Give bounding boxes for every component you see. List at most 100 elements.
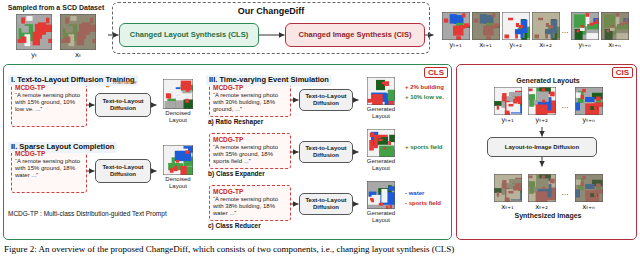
- land-patch: [170, 168, 174, 173]
- land-patch: [180, 166, 186, 175]
- land-patch: [496, 192, 498, 197]
- image-frame: [367, 77, 395, 105]
- detail-panel: CISGenerated Layoutsyₜ₊₁yₜ₊₂…yₜ₊ₙLayout-…: [456, 64, 637, 240]
- cls-title: Changed Layout Synthesis (CLS): [130, 31, 248, 40]
- layout-output: Generated Layout: [359, 77, 403, 123]
- land-patch: [378, 139, 382, 141]
- flow-arrow: [87, 105, 95, 106]
- image-frame: [472, 13, 500, 41]
- flow-arrow: [353, 204, 359, 205]
- image-cell: …: [562, 101, 569, 110]
- diff-title: Text-to-Layout Diffusion: [99, 98, 147, 112]
- land-patch: [473, 19, 477, 23]
- diff-title: Text-to-Layout Diffusion: [99, 164, 147, 178]
- image-label: …: [562, 102, 569, 110]
- text-prompt-box: MCDG-TP“A remote sensing photo with 15% …: [11, 147, 87, 193]
- land-patch: [585, 97, 594, 102]
- land-patch: [513, 186, 517, 191]
- land-patch: [473, 27, 480, 40]
- flow-arrow: [87, 171, 95, 172]
- image-cell: …: [562, 188, 569, 197]
- land-patch: [517, 189, 520, 191]
- image-frame: [494, 87, 522, 115]
- land-patch: [374, 136, 378, 148]
- land-patch: [548, 26, 552, 29]
- image-frame: [16, 14, 52, 50]
- land-patch: [535, 104, 547, 115]
- prompt-body: “A remote sensing photo with 15% ground,…: [15, 158, 83, 179]
- layout-map: [367, 129, 395, 157]
- land-patch: [590, 106, 597, 110]
- image-frame: [601, 13, 629, 41]
- land-patch: [585, 184, 594, 189]
- change-annotation: - sports field: [405, 200, 451, 207]
- layout-map: [163, 79, 193, 109]
- layout-caption: Denoised Layout: [157, 176, 199, 190]
- land-patch: [185, 150, 189, 153]
- image-group: Sampled from a SCD Datasetyₜxₜ: [4, 2, 108, 60]
- gallery-heading: Sampled from a SCD Dataset: [8, 4, 104, 12]
- flow-arrow: [108, 35, 119, 36]
- land-patch: [538, 18, 543, 21]
- text-prompt-box: MCDG-TP“A remote sensing photo with 35% …: [209, 133, 291, 169]
- gallery-heading: Synthesized Images: [515, 212, 582, 220]
- label-holder: Trainable: [112, 79, 152, 86]
- prompt-tag: MCDG-TP: [15, 84, 83, 91]
- text-prompt-box: MCDG-TP“A remote sensing photo with 30% …: [209, 81, 291, 117]
- flow-arrow: [542, 127, 543, 137]
- caption-holder: Figure 2: An overview of the proposed Ch…: [4, 244, 636, 254]
- land-patch: [542, 187, 545, 190]
- land-patch: [576, 30, 579, 33]
- land-patch: [541, 197, 544, 200]
- flow-arrow: [542, 157, 543, 167]
- land-patch: [462, 14, 465, 18]
- land-patch: [575, 189, 579, 197]
- land-patch: [542, 100, 545, 103]
- land-patch: [508, 18, 513, 21]
- land-patch: [529, 185, 534, 194]
- land-patch: [388, 90, 395, 101]
- flow-arrow: [353, 100, 359, 101]
- land-patch: [535, 35, 550, 41]
- image-group: Generated Layoutsyₜ₊₁yₜ₊₂…yₜ₊ₙ: [463, 73, 633, 127]
- land-patch: [536, 178, 548, 188]
- cls-module-box: Changed Layout Synthesis (CLS): [119, 23, 259, 47]
- label-holder: a) Ratio Reshaper: [208, 118, 298, 125]
- land-patch: [603, 15, 615, 28]
- cis-title: Changed Image Synthesis (CIS): [299, 31, 412, 40]
- image-label: yₜ₊ₙ: [578, 41, 591, 49]
- land-patch: [494, 174, 522, 202]
- land-patch: [389, 101, 394, 105]
- image-label: yₜ₊₁: [449, 41, 462, 49]
- land-patch: [573, 15, 585, 28]
- label-holder: - water: [405, 190, 451, 197]
- land-patch: [606, 30, 609, 33]
- stage-section: II. Sparse Layout CompletionMCDG-TP“A re…: [8, 135, 202, 199]
- land-patch: [379, 203, 383, 206]
- prompt-tag: MCDG-TP: [213, 188, 287, 195]
- image-label: xₜ₊ₙ: [582, 203, 595, 211]
- image-cell: xₜ₊₁: [472, 12, 500, 49]
- image-frame: [502, 13, 530, 41]
- image-label: xₜ₊ₙ: [608, 41, 621, 49]
- land-patch: [615, 14, 619, 18]
- panel-tag: CIS: [612, 67, 633, 78]
- land-patch: [182, 82, 185, 86]
- land-patch: [92, 39, 95, 43]
- land-patch: [378, 136, 381, 138]
- land-patch: [502, 93, 506, 101]
- land-patch: [502, 180, 506, 188]
- land-patch: [585, 14, 589, 18]
- image-frame: [575, 174, 603, 202]
- image-cell: yₜ₊ₙ: [575, 87, 603, 124]
- aerial-photo: [472, 12, 500, 40]
- land-patch: [376, 78, 385, 91]
- image-row: xₜ₊₁xₜ₊₂…xₜ₊ₙ: [494, 174, 603, 211]
- land-patch: [174, 166, 177, 170]
- layout-map: [367, 77, 395, 105]
- land-patch: [528, 175, 532, 178]
- layout-output: Generated Layout: [359, 181, 403, 227]
- land-patch: [586, 34, 598, 41]
- aerial-photo: [601, 12, 629, 40]
- land-patch: [18, 39, 21, 43]
